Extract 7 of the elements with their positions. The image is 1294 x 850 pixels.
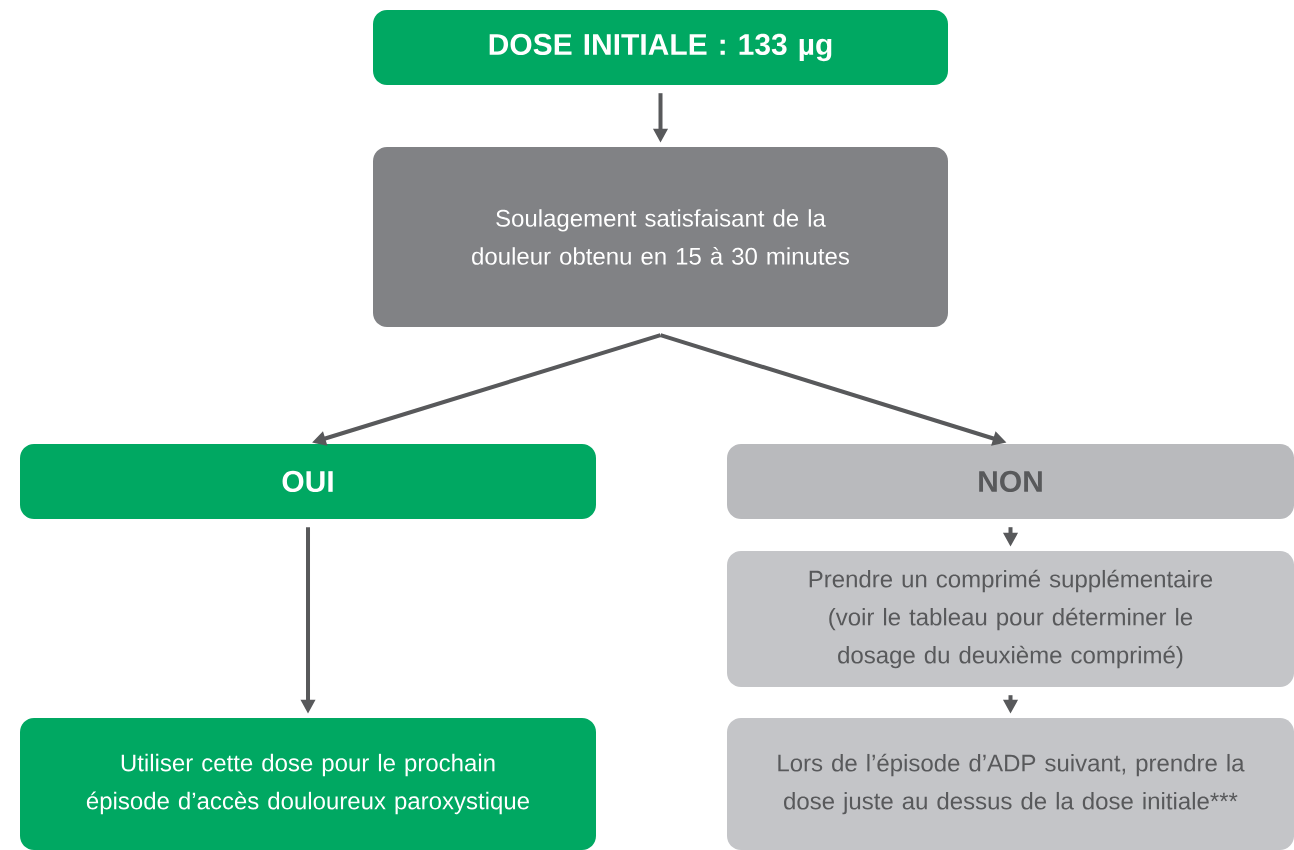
result-box: Lors de l’épisode d’ADP suivant, prendre la dose juste au dessus de la dose initiale*** (727, 718, 1294, 850)
step-box: Prendre un comprimé supplémentaire (voir le tableau pour déterminer le dosage du deuxième comprimé) (727, 551, 1294, 687)
result-box: Utiliser cette dose pour le prochain épisode d’accès douloureux paroxystique (20, 718, 596, 850)
answer-box: OUI (20, 444, 596, 519)
title-box: DOSE INITIALE : 133 µg (373, 10, 948, 85)
question-box: Soulagement satisfaisant de la douleur obtenu en 15 à 30 minutes (373, 147, 948, 327)
answer-box: NON (727, 444, 1294, 519)
